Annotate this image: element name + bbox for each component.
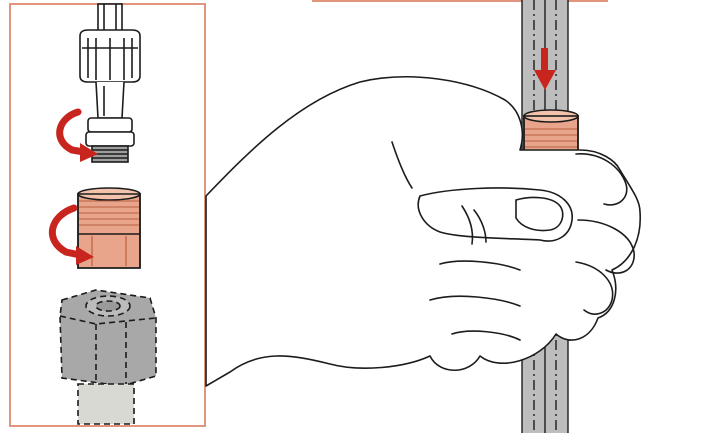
- hose-nut-inset: [60, 290, 156, 386]
- inset-panel: [10, 4, 205, 426]
- hose-inset: [78, 384, 134, 424]
